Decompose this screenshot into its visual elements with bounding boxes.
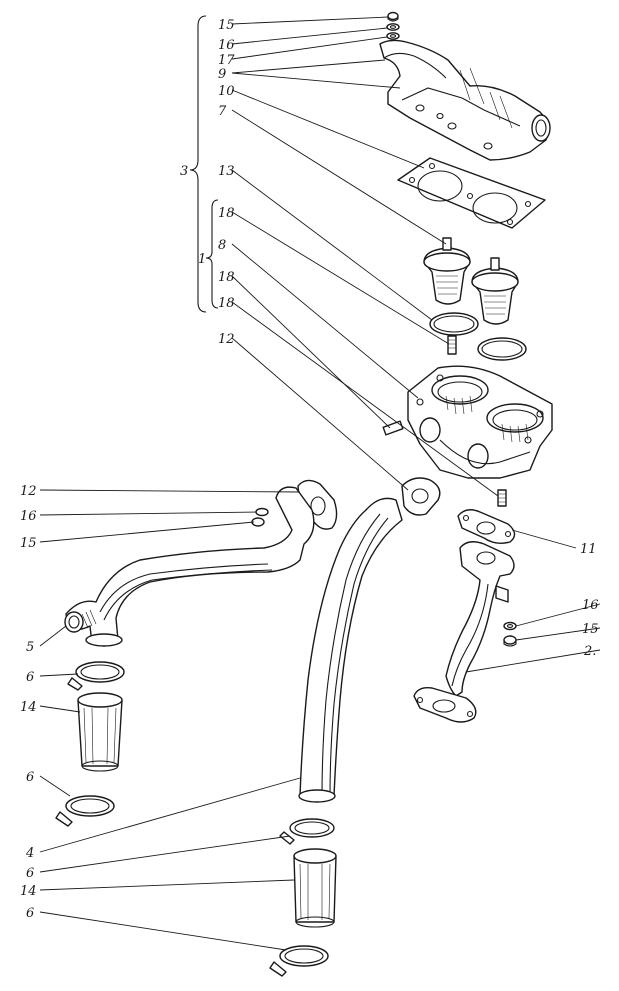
gasket-12-right — [401, 477, 441, 516]
label-15-top: 15 — [218, 18, 235, 33]
label-6-b: 6 — [26, 770, 34, 785]
stud-18-b — [382, 420, 404, 436]
label-12-top: 12 — [218, 332, 235, 347]
label-12-left: 12 — [20, 484, 37, 499]
label-17: 17 — [218, 53, 235, 68]
label-5: 5 — [26, 640, 34, 655]
label-1: 1 — [198, 252, 206, 267]
label-15-right: 15 — [582, 622, 599, 637]
label-2: 2. — [583, 644, 596, 659]
label-6-d: 6 — [26, 906, 34, 921]
clamp-6-b — [55, 795, 115, 827]
washer-16-left — [255, 507, 269, 517]
label-14-left: 14 — [20, 700, 37, 715]
washer-16-top — [386, 23, 400, 31]
gasket-10 — [397, 157, 546, 229]
clamp-6-d — [269, 945, 329, 977]
thermostat-7-left — [423, 237, 471, 305]
nut-15-top — [387, 11, 399, 22]
label-16-right: 16 — [582, 598, 599, 613]
label-18-c: 18 — [218, 296, 235, 311]
hose-14-left — [77, 692, 123, 772]
pipe-5 — [64, 486, 315, 647]
pipe-2 — [413, 541, 515, 723]
o-ring-13-right — [477, 337, 527, 361]
label-15-left: 15 — [20, 536, 37, 551]
housing-body-8 — [407, 365, 553, 479]
label-18-b: 18 — [218, 270, 235, 285]
clamp-6-a — [67, 661, 125, 691]
label-13: 13 — [218, 164, 235, 179]
label-8: 8 — [218, 238, 226, 253]
brace-group-1 — [205, 199, 219, 309]
label-18-a: 18 — [218, 206, 235, 221]
stud-18-c — [497, 489, 507, 507]
label-4: 4 — [25, 846, 34, 861]
label-6-a: 6 — [26, 670, 34, 685]
gasket-11 — [457, 509, 516, 545]
gasket-12-left — [297, 479, 338, 530]
leader-lines — [39, 16, 601, 951]
stud-18-a — [447, 335, 457, 355]
label-7: 7 — [218, 104, 227, 119]
o-ring-13-left — [429, 312, 479, 336]
nut-15-right — [503, 635, 517, 647]
label-16-top: 16 — [218, 38, 235, 53]
washer-16-right — [503, 621, 517, 631]
brace-group-3 — [189, 15, 207, 313]
label-10: 10 — [218, 84, 235, 99]
label-9: 9 — [218, 67, 226, 82]
label-6-c: 6 — [26, 866, 34, 881]
callout-labels: 15 16 17 9 10 7 3 13 18 1 8 18 18 12 12 … — [20, 18, 599, 921]
washer-17-top — [386, 32, 400, 40]
label-11: 11 — [580, 542, 597, 557]
label-14-bottom: 14 — [20, 884, 37, 899]
label-3: 3 — [180, 164, 188, 179]
pipe-4 — [298, 497, 403, 803]
clamp-6-c — [279, 818, 335, 845]
label-16-left: 16 — [20, 509, 37, 524]
thermostat-7-right — [471, 257, 519, 325]
hose-14-bottom — [293, 848, 337, 928]
housing-cover-9 — [379, 39, 551, 161]
